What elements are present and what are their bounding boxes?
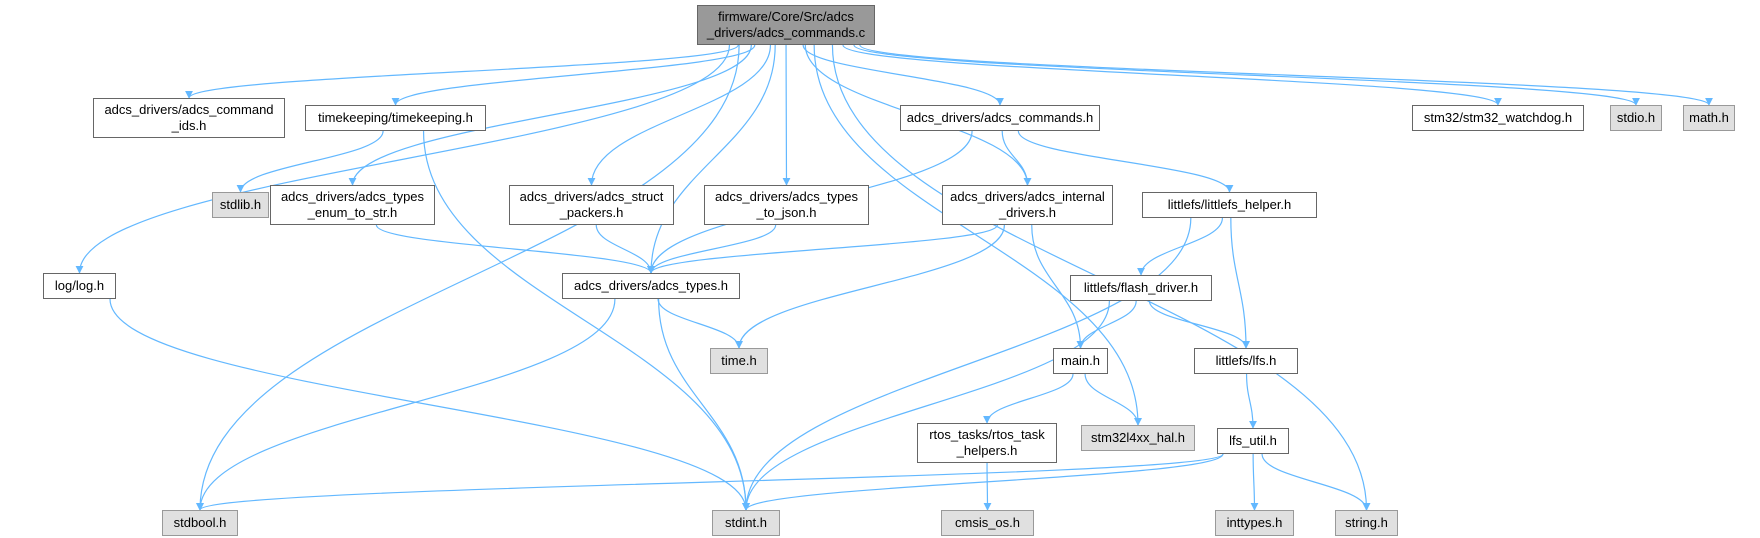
edge-root-to-log [75,44,731,274]
edge-enum_to_str-to-types_h [375,224,655,274]
node-rtos-task-helpers-h[interactable]: rtos_tasks/rtos_task _helpers.h [917,423,1057,463]
edge-internal_drivers-to-types_h [647,224,998,274]
edge-timekeeping-to-stdlib [236,130,384,193]
node-adcs-types-enum-to-str-h[interactable]: adcs_drivers/adcs_types _enum_to_str.h [270,185,435,225]
edge-timekeeping-to-stdint [422,130,750,511]
edge-root-to-stdbool [196,44,740,511]
node-string-h: string.h [1335,510,1398,536]
node-lfs-util-h[interactable]: lfs_util.h [1217,428,1289,454]
edge-littlefs_helper-to-flash_driver [1137,217,1224,276]
edge-root-to-commands_h [802,44,1004,106]
edge-types_to_json-to-types_h [647,224,777,274]
edge-root-to-enum_to_str [348,44,752,186]
node-flash-driver-h[interactable]: littlefs/flash_driver.h [1070,275,1212,301]
node-inttypes-h: inttypes.h [1215,510,1294,536]
edge-internal_drivers-to-main [1031,224,1085,349]
edge-lfs_util-to-stdbool [196,453,1224,511]
edge-littlefs_helper-to-lfs [1230,217,1250,349]
node-adcs-commands-h[interactable]: adcs_drivers/adcs_commands.h [900,105,1100,131]
edge-root-to-hal [813,44,1142,426]
edge-root-to-math [859,44,1713,106]
node-stdbool-h: stdbool.h [162,510,238,536]
node-stdio-h: stdio.h [1610,105,1662,131]
node-timekeeping-h[interactable]: timekeeping/timekeeping.h [305,105,486,131]
node-cmsis-os-h: cmsis_os.h [941,510,1034,536]
edge-littlefs_helper-to-stdint [742,217,1192,511]
edge-lfs-to-lfs_util [1245,373,1257,429]
edge-flash_driver-to-lfs [1148,300,1250,349]
edge-root-to-cmd_ids [185,44,739,99]
node-math-h: math.h [1683,105,1735,131]
edge-main-to-hal [1084,373,1142,426]
edge-struct_packers-to-types_h [595,224,655,274]
edge-main-to-rtos_helpers [983,373,1074,424]
edge-root-to-stdio [853,44,1640,106]
edge-log-to-stdint [109,298,750,511]
edge-root-to-struct_packers [587,44,772,186]
node-adcs-internal-drivers-h[interactable]: adcs_drivers/adcs_internal _drivers.h [942,185,1113,225]
edge-internal_drivers-to-time [735,224,1006,349]
edge-lfs_util-to-stdint [742,453,1224,511]
edge-lfs_util-to-inttypes [1250,453,1259,511]
edge-commands_h-to-littlefs_helper [1017,130,1234,193]
edge-types_h-to-stdint [658,298,750,511]
node-adcs-types-h[interactable]: adcs_drivers/adcs_types.h [562,273,740,299]
node-stm32l4xx-hal-h: stm32l4xx_hal.h [1081,425,1195,451]
node-adcs-types-to-json-h[interactable]: adcs_drivers/adcs_types _to_json.h [704,185,869,225]
node-time-h: time.h [710,348,768,374]
node-adcs-command-ids-h[interactable]: adcs_drivers/adcs_command _ids.h [93,98,285,138]
node-stdlib-h: stdlib.h [212,192,269,218]
node-main-h[interactable]: main.h [1053,348,1108,374]
node-lfs-h[interactable]: littlefs/lfs.h [1194,348,1298,374]
edge-types_h-to-stdbool [196,298,616,511]
edge-flash_driver-to-stdint [742,300,1110,511]
node-log-h[interactable]: log/log.h [43,273,116,299]
node-adcs-commands-c[interactable]: firmware/Core/Src/adcs _drivers/adcs_com… [697,5,875,45]
node-littlefs-helper-h[interactable]: littlefs/littlefs_helper.h [1142,192,1317,218]
edge-types_h-to-time [657,298,743,349]
node-stdint-h: stdint.h [712,510,780,536]
node-adcs-struct-packers-h[interactable]: adcs_drivers/adcs_struct _packers.h [509,185,674,225]
edge-root-to-watchdog [842,44,1502,106]
edge-root-to-timekeeping [391,44,756,106]
edge-lfs_util-to-string [1261,453,1371,511]
edge-commands_h-to-internal_drivers [1001,130,1032,186]
edge-root-to-types_h [647,44,776,274]
node-stm32-watchdog-h[interactable]: stm32/stm32_watchdog.h [1412,105,1584,131]
